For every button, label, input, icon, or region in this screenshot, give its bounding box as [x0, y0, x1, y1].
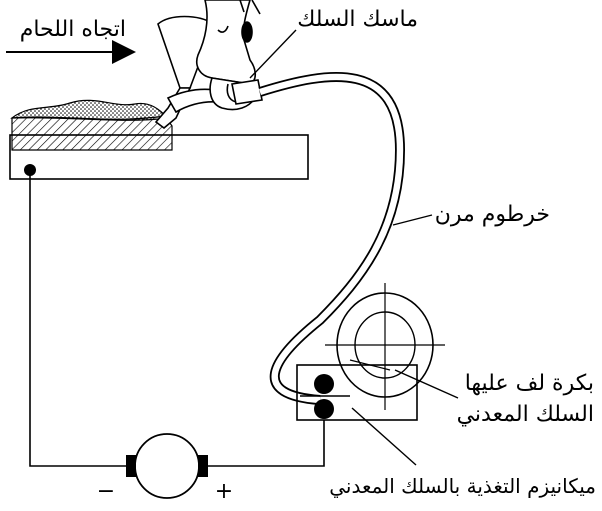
feed-roller-top	[314, 374, 334, 394]
wire-feed-box	[296, 364, 418, 421]
power-source	[126, 433, 208, 499]
plus-sign: +	[214, 479, 234, 504]
flexible-hose-label: خرطوم مرن	[434, 202, 550, 227]
wire-spool-pointer	[394, 369, 459, 399]
weld-bead	[10, 99, 170, 121]
welding-nozzle	[157, 15, 215, 89]
flexible-hose-pointer	[392, 214, 433, 226]
wire-spool-label-line2: السلك المعدني	[456, 402, 594, 427]
wire-holder-pointer	[249, 29, 297, 79]
wire-feed-mechanism-label: ميكانيزم التغذية بالسلك المعدني	[329, 474, 596, 498]
minus-sign: −	[96, 479, 116, 504]
flexible-hose	[258, 71, 406, 405]
wire-holder-label: ماسك السلك	[297, 7, 418, 32]
circuit-wires	[29, 170, 325, 467]
welding-direction-label: اتجاه اللحام	[19, 17, 126, 42]
wire-spool-label-line1: بكرة لف عليها	[464, 371, 594, 396]
welding-direction-arrow	[6, 40, 136, 64]
wire-spool	[325, 283, 445, 410]
base-metal-hatched	[11, 115, 173, 151]
wire-feed-pointer	[351, 407, 417, 466]
feed-roller-bottom	[314, 399, 334, 419]
wire-holder-handle	[231, 79, 263, 105]
